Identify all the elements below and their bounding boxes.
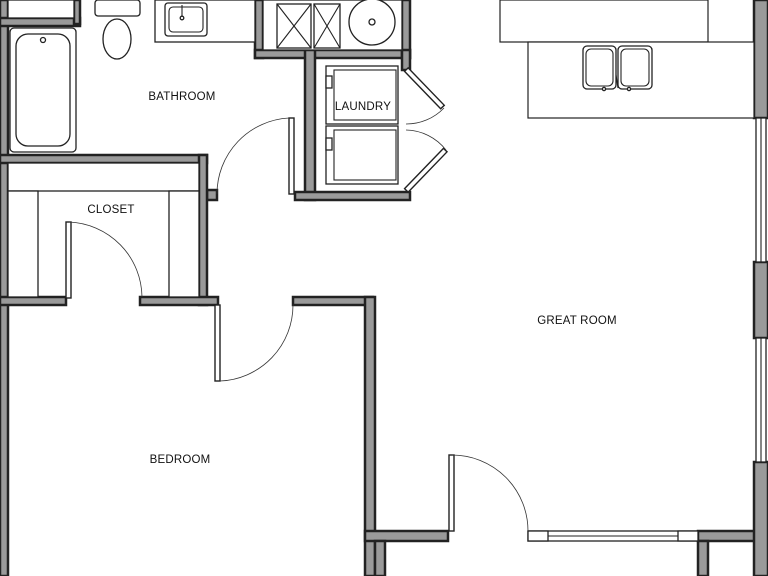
wall-right-3 [752, 460, 768, 576]
window-bottom-left-sash [527, 530, 549, 542]
wall-laundry-bottom [293, 190, 412, 202]
closet-shelf-right [168, 190, 200, 298]
round-sink-drain-icon [368, 18, 376, 26]
doors [65, 66, 529, 532]
kitchen-drain-icon [626, 86, 632, 92]
bathroom-door-swing [216, 117, 290, 195]
wall-bath-bottom [0, 153, 209, 165]
wall-closet-right [197, 153, 209, 307]
kitchen-faucet-icon [601, 86, 607, 92]
laundry-door-swing-upper [405, 107, 445, 125]
closet-door-swing [68, 221, 143, 298]
faucet-icon [179, 15, 185, 21]
room-label-laundry: LAUNDRY [335, 101, 391, 113]
toilet-bowl [102, 18, 132, 60]
washer-control-icon [325, 75, 333, 89]
wall-closet-bottom-left [0, 295, 68, 307]
wall-left-exterior [0, 0, 10, 576]
room-label-closet: CLOSET [87, 204, 134, 216]
bathtub-drain-icon [39, 36, 47, 44]
laundry-fixtures [325, 65, 399, 185]
wall-right-2 [752, 260, 768, 340]
wall-bedroom-right [363, 295, 377, 576]
kitchen-sink-right [617, 45, 653, 90]
wall-bottom-left-of-entry [363, 529, 450, 543]
room-labels: BATHROOM LAUNDRY CLOSET GREAT ROOM BEDRO… [87, 91, 616, 466]
wall-bedroom-top [291, 295, 375, 307]
room-label-great-room: GREAT ROOM [537, 315, 617, 327]
closet-fixtures [7, 162, 200, 298]
kitchen-fixtures [499, 0, 755, 119]
window-bottom-right-sash [677, 530, 699, 542]
laundry-door-upper [403, 66, 446, 110]
wall-laundry-right-top [400, 48, 412, 72]
closet-shelf-left [7, 190, 39, 298]
wall-bottom-right [696, 529, 760, 543]
kitchen-counter-top [499, 0, 709, 43]
entry-door [448, 454, 455, 532]
wall-laundry-left [303, 48, 317, 202]
wall-bath-top-left [0, 16, 82, 28]
dryer-control-icon [325, 137, 333, 151]
wall-right-1 [752, 0, 768, 120]
closet-door [65, 221, 72, 299]
kitchen-sink-left [582, 45, 617, 90]
bathroom-door [288, 117, 295, 195]
wall-bath-bottom-stub [205, 188, 219, 202]
closet-shelf [7, 162, 200, 192]
laundry-door-swing-lower [405, 129, 447, 151]
room-label-bedroom: BEDROOM [150, 454, 211, 466]
wall-bath-tub-divider [72, 0, 82, 26]
vanity-sink [164, 2, 208, 37]
washer [325, 65, 399, 125]
wall-bottom-step [373, 539, 387, 576]
laundry-door-lower [403, 147, 449, 194]
dryer [325, 125, 399, 185]
entry-door-swing [451, 454, 529, 532]
wall-closet-bottom-right [138, 295, 220, 307]
toilet-tank [94, 0, 141, 17]
bathroom-fixtures [9, 0, 403, 153]
bedroom-door-swing [219, 304, 294, 382]
windows [7, 0, 767, 542]
vanity-sink-basin [168, 6, 204, 33]
bathtub-basin [15, 33, 71, 147]
wall-bottom-corner [696, 539, 710, 576]
room-label-bathroom: BATHROOM [148, 91, 215, 103]
bedroom-door [214, 304, 221, 382]
wall-shower-bottom [253, 48, 412, 60]
window-bath-top-left [7, 0, 75, 19]
